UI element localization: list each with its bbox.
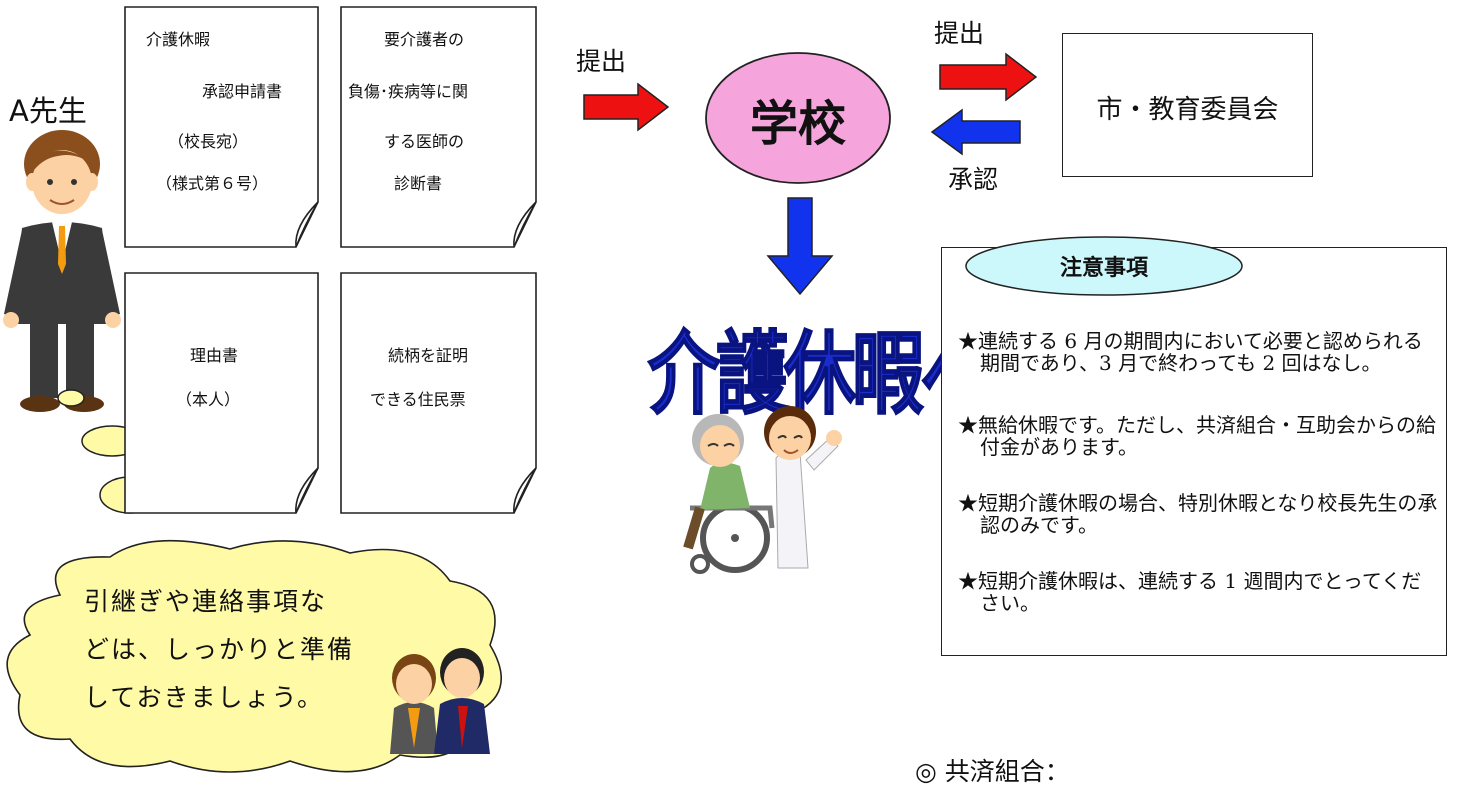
right-arrow-2 (939, 52, 1038, 102)
result-label: 介護休暇へ (647, 320, 993, 427)
document-resident-record: 続柄を証明 できる住民票 (340, 272, 538, 514)
board-label: 市・教育委員会 (1096, 95, 1279, 125)
doc-line: 診断書 (394, 174, 443, 193)
down-arrow (766, 197, 834, 296)
left-arrow (930, 108, 1021, 156)
right-arrow-1 (583, 82, 670, 132)
school-ellipse (705, 52, 891, 184)
colleagues-illustration (390, 648, 490, 754)
notice-item: ★短期介護休暇の場合、特別休暇となり校長先生の承認のみです。 (958, 491, 1438, 537)
approve-label: 承認 (948, 165, 999, 194)
document-reason-statement: 理由書 （本人） (124, 272, 320, 514)
doc-line: できる住民票 (370, 390, 466, 409)
doc-line: 要介護者の (384, 30, 465, 49)
advice-line: しておきましょう。 (84, 683, 325, 712)
caregiver-illustration (683, 406, 842, 574)
notice-title: 注意事項 (1059, 256, 1148, 281)
document-medical-certificate: 要介護者の 負傷･疾病等に関 する医師の 診断書 (340, 6, 538, 248)
doc-line: （校長宛） (168, 132, 249, 151)
notice-item: ★連続する 6 月の期間内において必要と認められる期間であり、3 月で終わっても… (958, 329, 1423, 375)
advice-line: どは、しっかりと準備 (84, 635, 355, 664)
submit-label-2: 提出 (934, 19, 985, 48)
document-application-form: 介護休暇 承認申請書 （校長宛） （様式第６号） (124, 6, 320, 248)
doc-line: （本人） (176, 390, 241, 409)
doc-line: する医師の (384, 132, 465, 151)
doc-line: 承認申請書 (202, 82, 283, 101)
doc-line: （様式第６号） (156, 174, 269, 193)
submit-label-1: 提出 (576, 47, 627, 76)
notice-title-ellipse (965, 236, 1243, 296)
teacher-label: A先生 (9, 94, 87, 128)
doc-line: 理由書 (190, 346, 239, 365)
advice-line: 引継ぎや連絡事項な (84, 587, 328, 616)
doc-line: 負傷･疾病等に関 (348, 82, 469, 101)
footer-partial-text: ◎ 共済組合： (915, 757, 1070, 786)
school-label: 学校 (749, 96, 846, 152)
doc-line: 続柄を証明 (388, 346, 469, 365)
notice-box (941, 247, 1447, 656)
board-box (1062, 33, 1313, 177)
teacher-illustration (3, 130, 121, 412)
notice-item: ★無給休暇です。ただし、共済組合・互助会からの給付金があります。 (958, 413, 1436, 459)
doc-line: 介護休暇 (146, 30, 211, 49)
notice-item: ★短期介護休暇は、連続する 1 週間内でとってください。 (958, 569, 1422, 615)
